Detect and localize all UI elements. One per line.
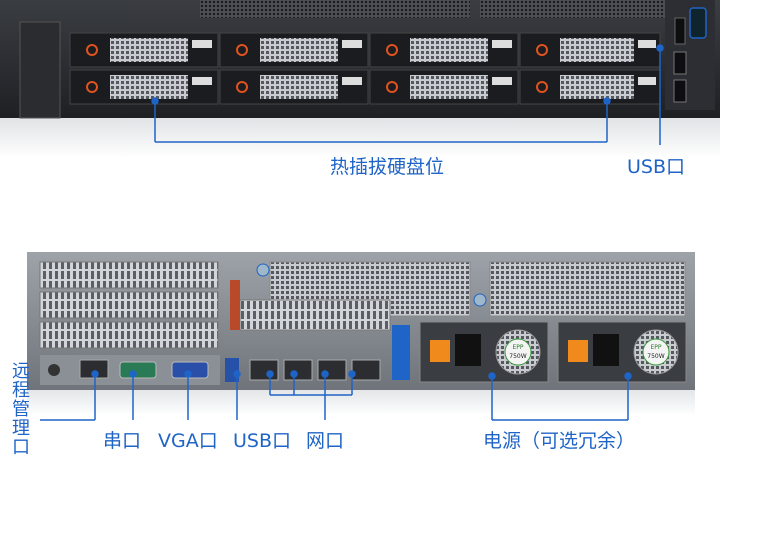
label-network-port: 网口	[306, 430, 345, 452]
label-vga-port: VGA口	[158, 430, 218, 452]
psu-badge: EPP 750W	[504, 338, 532, 366]
drive-bay[interactable]	[219, 32, 369, 68]
drive-bay[interactable]	[219, 69, 369, 105]
psu-badge-watt: 750W	[647, 353, 664, 360]
drive-bay[interactable]	[369, 32, 519, 68]
rear-chassis	[27, 252, 695, 416]
drive-bay[interactable]	[69, 32, 219, 68]
drive-bay[interactable]	[69, 69, 219, 105]
drive-bay-grid	[69, 32, 661, 105]
drive-bay[interactable]	[519, 32, 661, 68]
rear-callout-lines	[40, 370, 632, 421]
psu-badge: EPP 750W	[642, 338, 670, 366]
psu-badge-brand: EPP	[512, 344, 523, 351]
drive-bay[interactable]	[369, 69, 519, 105]
front-callout-lines	[151, 44, 664, 145]
label-hot-swap-bays: 热插拔硬盘位	[330, 156, 445, 178]
psu-badge-watt: 750W	[509, 353, 526, 360]
label-usb-front: USB口	[627, 156, 686, 178]
drive-bay[interactable]	[519, 69, 661, 105]
label-remote-mgmt: 远程管理口	[12, 361, 30, 458]
label-serial-port: 串口	[103, 430, 142, 452]
label-power-supply: 电源（可选冗余）	[483, 430, 636, 452]
psu-badge-brand: EPP	[650, 344, 661, 351]
label-usb-rear: USB口	[233, 430, 292, 452]
